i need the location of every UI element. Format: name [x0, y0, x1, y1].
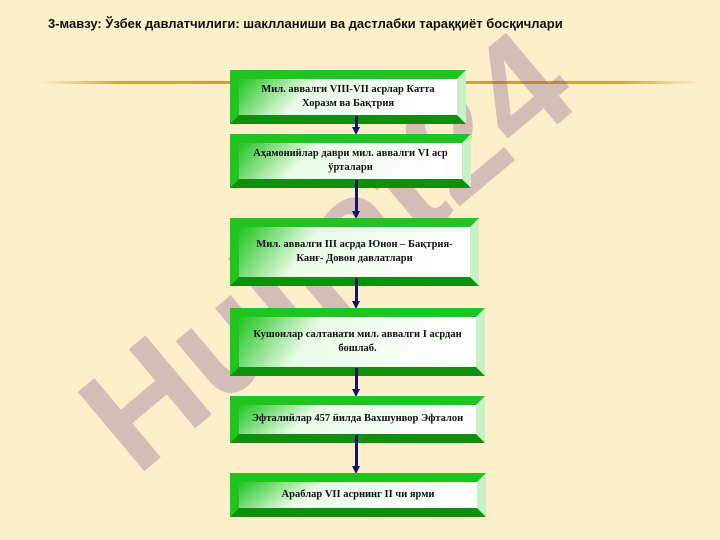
flow-step-label: Араблар VII асрнинг II чи ярми	[281, 488, 435, 500]
flow-step-4: Кушонлар салтанати мил. аввалги I асрдан…	[230, 308, 485, 376]
page-title: 3-мавзу: Ўзбек давлатчилиги: шаклланиши …	[48, 16, 563, 31]
flow-step-label: Мил. аввалги III асрда Юнон – Бақтрия- К…	[256, 238, 453, 264]
flow-step-label: Кушонлар салтанати мил. аввалги I асрдан…	[253, 328, 462, 354]
flow-step-2: Аҳамонийлар даври мил. аввалги VI аср ўр…	[230, 134, 471, 188]
flow-step-label: Эфталийлар 457 йилда Вахшунвор Эфталон	[251, 413, 464, 425]
flow-step-5: Эфталийлар 457 йилда Вахшунвор Эфталон	[230, 396, 485, 443]
flow-step-3: Мил. аввалги III асрда Юнон – Бақтрия- К…	[230, 218, 479, 286]
flow-step-label: Мил. аввалги VIII-VII асрлар Катта Хораз…	[261, 83, 435, 109]
flow-step-label: Аҳамонийлар даври мил. аввалги VI аср ўр…	[253, 147, 448, 173]
flow-step-1: Мил. аввалги VIII-VII асрлар Катта Хораз…	[230, 70, 466, 124]
flow-step-6: Араблар VII асрнинг II чи ярми	[230, 473, 486, 517]
